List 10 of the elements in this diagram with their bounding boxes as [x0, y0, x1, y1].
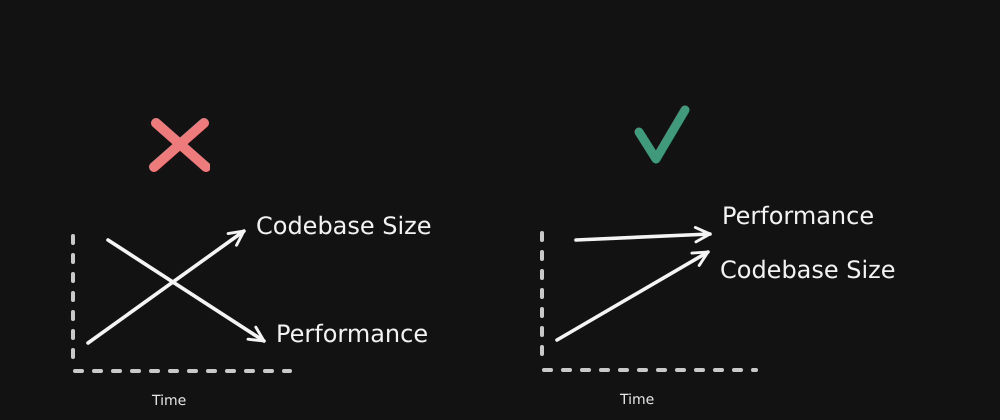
trend-arrow [106, 238, 266, 343]
trend-arrow [86, 229, 246, 345]
trend-arrow [555, 250, 710, 342]
metric-label: Performance [722, 203, 874, 231]
metric-label: Performance [276, 321, 428, 349]
trend-arrow [574, 226, 712, 244]
metric-label: Codebase Size [256, 213, 432, 241]
axis-label: Time [152, 393, 186, 410]
axis-label: Time [620, 392, 654, 408]
metric-label: Codebase Size [720, 257, 896, 285]
